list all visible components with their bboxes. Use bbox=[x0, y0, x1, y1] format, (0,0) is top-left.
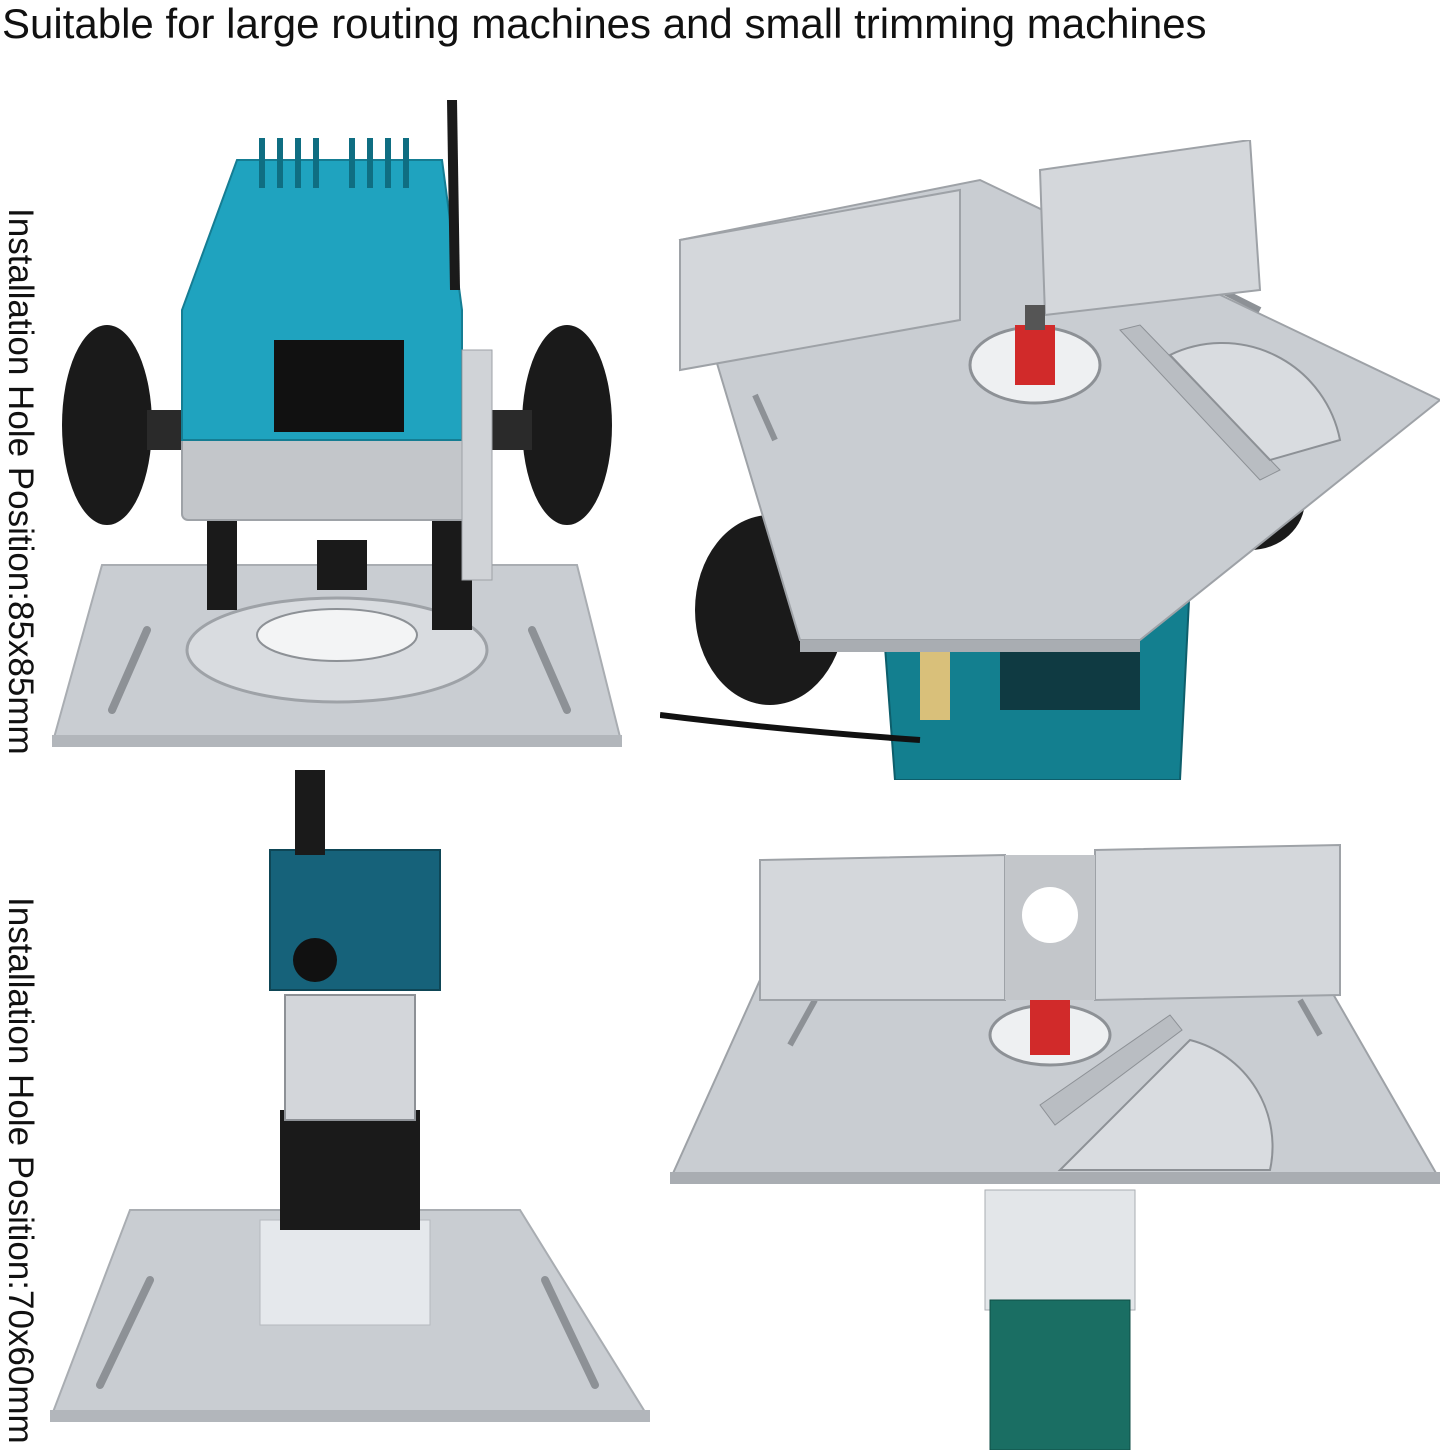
page-headline: Suitable for large routing machines and … bbox=[2, 0, 1207, 47]
trimmer-plate-edge bbox=[50, 1410, 650, 1422]
miter-gauge-bar bbox=[1119, 324, 1281, 481]
trimmer-cord bbox=[295, 770, 325, 855]
collet-nut bbox=[317, 540, 367, 590]
table-edge bbox=[800, 640, 1140, 652]
trimmer-plate-slot-left bbox=[96, 1276, 154, 1389]
plunge-column-left bbox=[207, 520, 237, 610]
plate-slot-left bbox=[108, 626, 151, 714]
table-slot-left bbox=[752, 393, 778, 442]
vent-slots bbox=[259, 138, 409, 188]
fence-small-right bbox=[1094, 843, 1341, 1002]
spec-label bbox=[274, 340, 404, 432]
miter-gauge-bar-small bbox=[1039, 1014, 1183, 1126]
small-trimmer-illustration bbox=[50, 770, 650, 1422]
router-bit bbox=[1015, 325, 1055, 385]
handle-left bbox=[62, 325, 152, 525]
trimmer-grip bbox=[280, 1110, 420, 1230]
table-small-slot-right bbox=[1297, 998, 1323, 1037]
large-router-illustration bbox=[52, 100, 622, 747]
router-table-illustration-large bbox=[660, 140, 1440, 780]
trimmer-knob bbox=[293, 938, 337, 982]
router-bit-shank bbox=[1025, 305, 1045, 330]
fence-left bbox=[679, 188, 961, 372]
router-table-illustration-small bbox=[670, 843, 1440, 1450]
fence-right bbox=[1038, 140, 1262, 317]
fence-small-left bbox=[759, 853, 1006, 1001]
trimmer-body-chrome bbox=[284, 994, 416, 1121]
router-housing-base bbox=[181, 429, 483, 521]
power-cord-table bbox=[660, 712, 921, 743]
depth-rod bbox=[461, 349, 493, 581]
photo-small-trimmer-table bbox=[670, 840, 1440, 1450]
side-label-small-trimmer: Installation Hole Position:70x60mm bbox=[1, 897, 40, 1444]
miter-protractor-small bbox=[1057, 1038, 1274, 1171]
base-opening bbox=[256, 608, 418, 662]
photo-large-router-table bbox=[660, 140, 1440, 780]
plate-slot-right bbox=[528, 626, 571, 714]
photo-small-trimmer-on-plate bbox=[50, 770, 650, 1430]
dust-port-hole bbox=[1022, 887, 1078, 943]
clear-base bbox=[259, 1219, 431, 1326]
trimmer-below-chrome bbox=[984, 1189, 1136, 1311]
miter-protractor bbox=[1168, 342, 1342, 462]
base-plate-edge bbox=[52, 735, 622, 747]
handle-right bbox=[522, 325, 612, 525]
side-label-large-router: Installation Hole Position:85x85mm bbox=[1, 208, 40, 755]
table-small-slot-left bbox=[787, 998, 818, 1047]
photo-large-router-on-plate bbox=[52, 90, 622, 750]
power-cord bbox=[447, 100, 460, 290]
trimmer-below-motor bbox=[989, 1299, 1131, 1450]
router-bit-small bbox=[1030, 1000, 1070, 1055]
table-top-small-edge bbox=[670, 1172, 1440, 1184]
trimmer-plate-slot-right bbox=[541, 1276, 599, 1389]
